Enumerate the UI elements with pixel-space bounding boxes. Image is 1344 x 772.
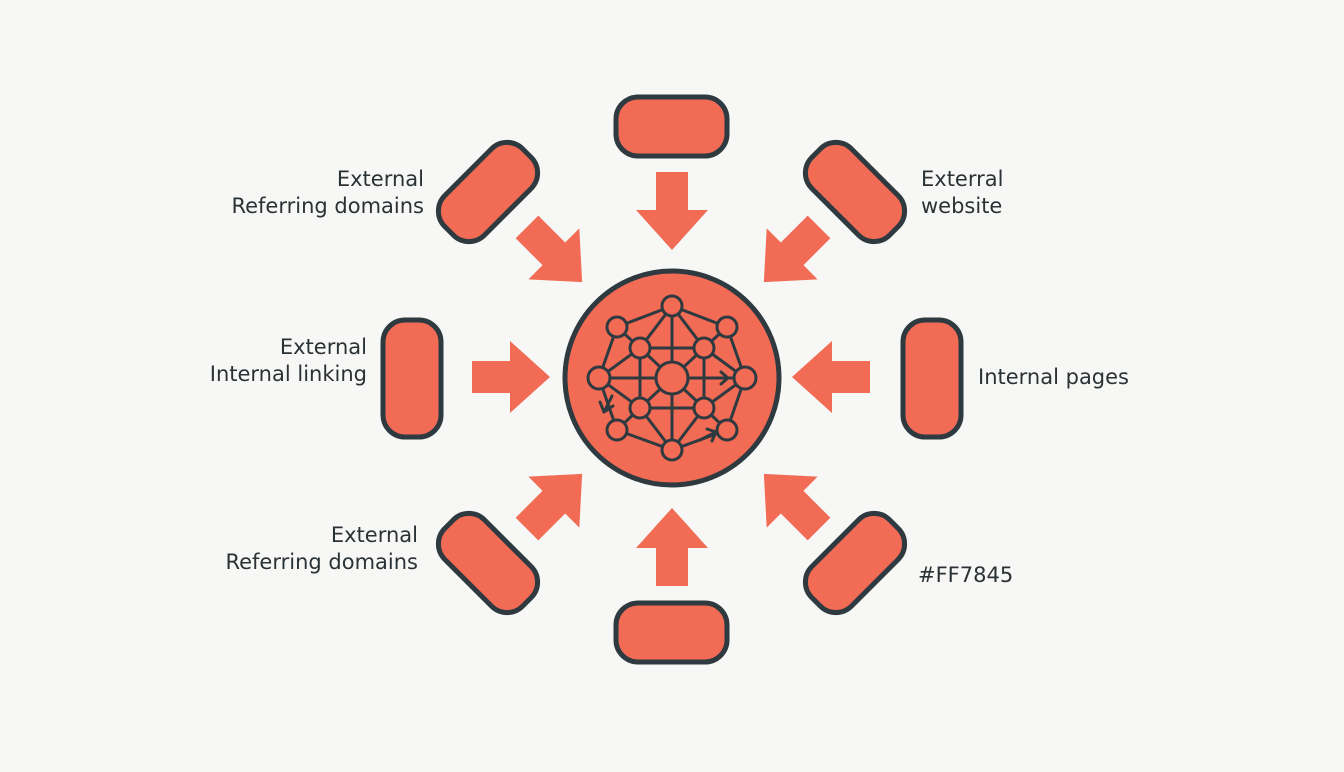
label-mid-right-line1: Internal pages <box>978 365 1129 389</box>
arrow-bottom-left <box>501 448 608 555</box>
label-bottom-right-line1: #FF7845 <box>918 563 1014 587</box>
network-nodes <box>586 294 758 462</box>
label-top-left-line2: Referring domains <box>231 194 424 218</box>
source-node-bottom-right <box>802 510 908 616</box>
label-top-right-line1: Exterral <box>921 167 1004 191</box>
source-node-top-left <box>435 139 541 245</box>
source-nodes <box>380 94 964 665</box>
source-node-mid-right <box>900 317 964 440</box>
label-top-left-line1: External <box>336 167 424 191</box>
hub <box>562 268 782 488</box>
label-mid-left-line1: External <box>279 335 367 359</box>
source-node-bottom <box>613 600 730 665</box>
label-mid-left: External Internal linking <box>210 334 367 388</box>
label-mid-right: Internal pages <box>978 364 1129 391</box>
label-bottom-right: #FF7845 <box>918 562 1013 589</box>
source-node-bottom-left <box>435 510 541 616</box>
arrow-top-right <box>738 201 845 308</box>
arrow-bottom-right <box>738 448 845 555</box>
label-bottom-left-line2: Referring domains <box>225 550 418 574</box>
label-bottom-left: External Referring domains <box>225 522 418 576</box>
arrow-top <box>636 172 708 250</box>
label-top-left: External Referring domains <box>231 166 424 220</box>
source-node-top <box>613 94 730 159</box>
source-node-top-right <box>802 139 908 245</box>
arrow-top-left <box>501 201 608 308</box>
label-top-right-line2: website <box>921 194 1003 218</box>
source-node-mid-left <box>380 317 444 440</box>
label-bottom-left-line1: External <box>330 523 418 547</box>
arrow-bottom <box>636 508 708 586</box>
arrow-right <box>792 341 870 413</box>
arrow-left <box>472 341 550 413</box>
label-top-right: Exterral website <box>921 166 1003 220</box>
label-mid-left-line2: Internal linking <box>209 362 367 386</box>
